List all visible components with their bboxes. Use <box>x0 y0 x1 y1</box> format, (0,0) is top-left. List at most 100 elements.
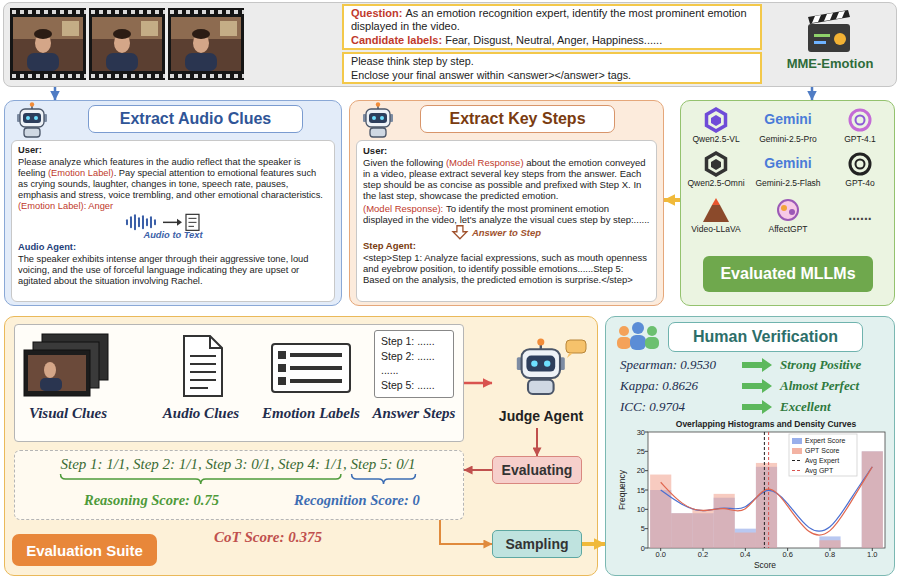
inputs-box: Step 1: ......Step 2: ............Step 5… <box>14 324 464 442</box>
node-text: Question: <box>351 7 402 19</box>
histogram <box>768 432 769 548</box>
node-text: Recognition Score: 0 <box>294 492 420 509</box>
statistic: Almost Perfect <box>780 378 859 394</box>
histogram <box>829 548 830 551</box>
audio-clues-icon <box>184 336 222 396</box>
node-text: User: <box>18 145 42 155</box>
paragraph: Please think step by step. <box>351 55 753 68</box>
paragraph: Evaluated MLLMs <box>720 265 855 283</box>
histogram <box>645 490 648 491</box>
emotion-labels-icon <box>278 351 286 359</box>
histogram <box>650 475 671 548</box>
node-text: ...... <box>820 207 900 223</box>
audio-clues-icon <box>190 371 216 373</box>
audio-to-text-icon <box>138 218 140 226</box>
model-logos <box>856 160 865 169</box>
node-text: CoT Score: 0.375 <box>214 528 322 546</box>
paragraph: Step 5: ...... <box>381 379 447 393</box>
audio-to-text-icon <box>127 214 199 230</box>
tick-label: 30 <box>629 428 645 437</box>
model-logos <box>711 159 721 170</box>
node-text: Qwen2.5-Omni <box>676 178 756 189</box>
statistic: Strong Positive <box>780 357 861 373</box>
legend-row: GPT Score <box>792 446 840 455</box>
audio-clues-icon <box>190 356 216 388</box>
speech-bubble <box>567 353 573 358</box>
histogram <box>714 494 735 548</box>
node-text: Gemini-2.5-Pro <box>748 134 828 145</box>
legend-line-sample <box>792 470 802 471</box>
emotion-labels-icon <box>290 353 342 357</box>
tick-label: 20 <box>629 466 645 475</box>
audio-clues-icon <box>190 387 208 389</box>
paragraph: Given the following(Model Response)about… <box>363 157 650 201</box>
node-text: Step 1: ...... <box>381 335 435 347</box>
legend-text: Expert Score <box>805 437 845 445</box>
histogram <box>645 509 648 510</box>
histogram <box>650 490 671 548</box>
people-icon <box>630 335 646 350</box>
paragraph: Answer to Step <box>363 226 650 239</box>
histogram <box>745 548 746 551</box>
audio-to-text-icon <box>188 218 196 219</box>
paragraph: ...... <box>381 364 447 378</box>
model-logos <box>707 153 726 175</box>
film-strip <box>10 8 86 80</box>
robot-icon <box>17 102 47 137</box>
node-text: Video-LLaVA <box>676 224 756 235</box>
node-text: Enclose your final answer within <answer… <box>351 69 631 81</box>
process-box: Evaluating <box>492 456 582 484</box>
score-brace <box>61 474 416 484</box>
legend-row: Avg GPT <box>792 466 833 475</box>
visual-clues-icon <box>28 355 86 391</box>
legend-line-sample <box>792 460 802 461</box>
model-logos <box>778 200 798 220</box>
visual-clues-icon <box>24 350 90 396</box>
node-text: Evaluating <box>502 462 573 478</box>
tick-label: 25 <box>629 447 645 456</box>
histogram <box>872 548 873 551</box>
people-icon <box>632 322 644 334</box>
legend-spacer <box>792 458 802 464</box>
audio-to-text-icon <box>163 222 177 224</box>
audio-to-text-icon <box>134 215 136 229</box>
statistic: Spearman: 0.9530 <box>620 357 716 373</box>
node-text: GPT-4o <box>820 178 900 189</box>
judge-robot-icon <box>517 338 565 394</box>
histogram <box>671 513 692 548</box>
film-strip <box>89 8 165 80</box>
prompt-box: Please think step by step.Enclose your f… <box>342 52 762 84</box>
legend-text: Avg GPT <box>805 467 833 475</box>
audio-to-text-icon <box>154 220 156 224</box>
model-logos <box>703 109 870 222</box>
tick-label: 1.0 <box>860 550 884 559</box>
question-box: Question:As an emotion recognition exper… <box>342 4 762 50</box>
node-text: Candidate labels: <box>351 34 442 46</box>
stat-arrow <box>742 379 772 393</box>
histogram <box>777 548 798 549</box>
paragraph: Audio Agent: <box>18 242 328 253</box>
film-strip <box>10 8 244 80</box>
verification-panel: Human Verification <box>605 316 895 576</box>
flow-arrow <box>536 428 538 456</box>
film-strip <box>168 8 244 80</box>
node-text: Audio to Text <box>18 213 328 241</box>
node-text: Answer to Step <box>363 226 650 239</box>
histogram <box>756 467 777 548</box>
histogram <box>692 509 713 548</box>
audio-to-text-icon <box>127 215 155 229</box>
emotion-labels-icon <box>272 344 350 392</box>
histogram <box>735 533 756 548</box>
axis-title: Frequency <box>617 460 627 520</box>
node-text: As an emotion recognition expert, identi… <box>351 7 747 32</box>
histogram <box>735 529 756 548</box>
paragraph: Question:As an emotion recognition exper… <box>351 7 753 33</box>
audio-to-text-icon <box>142 216 144 228</box>
clapper-icon <box>824 13 833 21</box>
node-text: Gemini <box>748 155 828 171</box>
people-icon <box>619 326 629 336</box>
audio-clues-icon <box>190 355 216 357</box>
stat-arrow <box>742 400 772 414</box>
flow-arrow <box>582 542 605 546</box>
